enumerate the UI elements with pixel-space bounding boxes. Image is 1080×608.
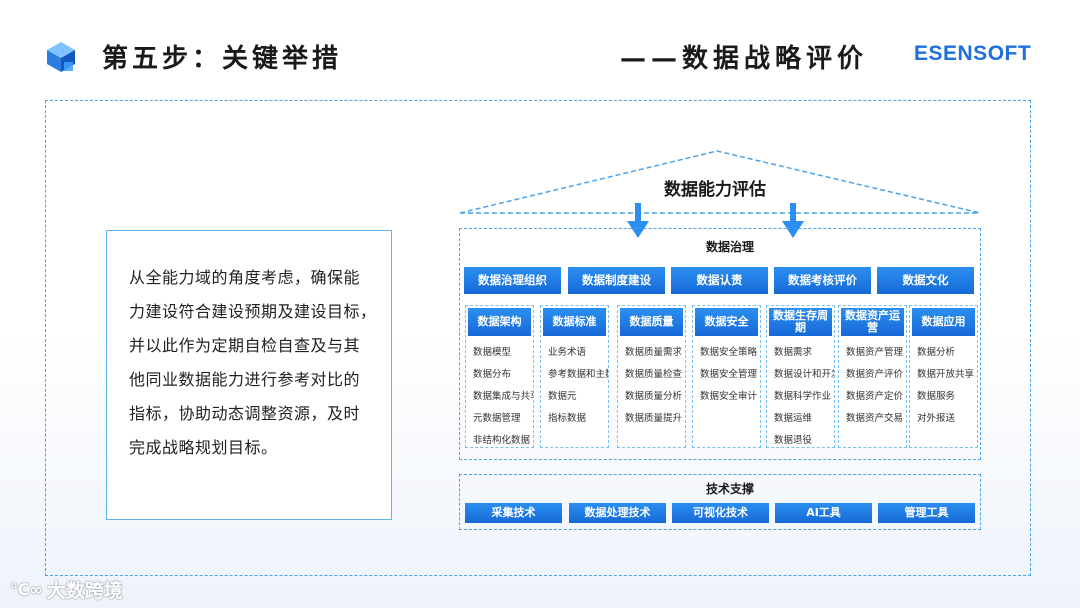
data-governance-box bbox=[459, 228, 981, 460]
brand-logo-text: ESENSOFT bbox=[914, 42, 1032, 65]
column-item: 数据科学作业 bbox=[774, 391, 832, 402]
governance-culture-block: 数据文化 bbox=[877, 267, 974, 294]
column-item: 元数据管理 bbox=[473, 413, 521, 424]
column-item: 数据运维 bbox=[774, 413, 813, 424]
column-item: 业务术语 bbox=[548, 347, 587, 358]
column-header: 数据生存周期 bbox=[769, 308, 832, 336]
column-data-lifecycle: 数据生存周期 数据需求 数据设计和开发 数据科学作业 数据运维 数据退役 bbox=[766, 305, 835, 448]
column-item: 数据资产交易 bbox=[846, 413, 904, 424]
column-item: 数据模型 bbox=[473, 347, 512, 358]
arrow-down-icon bbox=[627, 203, 649, 238]
cube-logo-icon bbox=[47, 42, 75, 72]
column-item: 数据分析 bbox=[917, 347, 956, 358]
roof-outline bbox=[459, 150, 981, 214]
column-data-architecture: 数据架构 数据模型 数据分布 数据集成与共享 元数据管理 非结构化数据 bbox=[465, 305, 534, 448]
page-title: 第五步：关键举措 bbox=[102, 44, 343, 74]
column-item: 数据资产评价 bbox=[846, 369, 904, 380]
column-item: 数据开放共享 bbox=[917, 369, 975, 380]
tech-collection-block: 采集技术 bbox=[465, 503, 562, 523]
description-line: 完成战略规划目标。 bbox=[129, 438, 278, 457]
description-line: 力建设符合建设预期及建设目标， bbox=[129, 302, 377, 321]
column-item: 数据退役 bbox=[774, 435, 813, 446]
column-item: 数据集成与共享 bbox=[473, 391, 534, 402]
column-item: 数据质量需求 bbox=[625, 347, 683, 358]
column-item: 数据需求 bbox=[774, 347, 813, 358]
footer-watermark: ℃∞ 大数跨境 bbox=[10, 576, 123, 602]
column-data-quality: 数据质量 数据质量需求 数据质量检查 数据质量分析 数据质量提升 bbox=[617, 305, 686, 448]
governance-org-block: 数据治理组织 bbox=[464, 267, 561, 294]
governance-accountability-block: 数据认责 bbox=[671, 267, 768, 294]
column-item: 数据服务 bbox=[917, 391, 956, 402]
column-item: 数据资产管理 bbox=[846, 347, 904, 358]
capability-assessment-title: 数据能力评估 bbox=[664, 180, 766, 200]
main-frame bbox=[45, 100, 1031, 576]
arrow-down-icon bbox=[782, 203, 804, 238]
brand-mark-icon: ℃∞ bbox=[10, 579, 43, 599]
description-panel: 从全能力域的角度考虑，确保能 力建设符合建设预期及建设目标， 并以此作为定期自检… bbox=[106, 230, 392, 520]
tech-ai-block: AI工具 bbox=[775, 503, 872, 523]
column-item: 数据安全管理 bbox=[700, 369, 758, 380]
column-header: 数据质量 bbox=[620, 308, 683, 336]
column-data-security: 数据安全 数据安全策略 数据安全管理 数据安全审计 bbox=[692, 305, 761, 448]
column-item: 数据设计和开发 bbox=[774, 369, 835, 380]
column-item: 对外报送 bbox=[917, 413, 956, 424]
tech-support-title: 技术支撑 bbox=[705, 482, 754, 496]
description-line: 并以此作为定期自检自查及与其 bbox=[129, 336, 361, 355]
description-line: 他同业数据能力进行参考对比的 bbox=[129, 370, 361, 389]
tech-processing-block: 数据处理技术 bbox=[569, 503, 666, 523]
column-data-application: 数据应用 数据分析 数据开放共享 数据服务 对外报送 bbox=[909, 305, 978, 448]
footer-text: 大数跨境 bbox=[46, 579, 123, 602]
tech-visualization-block: 可视化技术 bbox=[672, 503, 769, 523]
column-item: 数据元 bbox=[548, 391, 577, 402]
column-item: 指标数据 bbox=[548, 413, 587, 424]
column-header: 数据应用 bbox=[912, 308, 975, 336]
column-header: 数据资产运营 bbox=[841, 308, 904, 336]
column-header: 数据标准 bbox=[543, 308, 606, 336]
column-header: 数据安全 bbox=[695, 308, 758, 336]
description-line: 从全能力域的角度考虑，确保能 bbox=[129, 268, 361, 287]
column-item: 数据分布 bbox=[473, 369, 512, 380]
column-item: 数据质量检查 bbox=[625, 369, 683, 380]
column-item: 数据质量分析 bbox=[625, 391, 683, 402]
tech-support-box bbox=[459, 474, 981, 530]
column-item: 数据安全审计 bbox=[700, 391, 758, 402]
column-item: 数据安全策略 bbox=[700, 347, 758, 358]
governance-evaluation-block: 数据考核评价 bbox=[774, 267, 871, 294]
description-line: 指标，协助动态调整资源，及时 bbox=[129, 404, 361, 423]
column-header: 数据架构 bbox=[468, 308, 531, 336]
tech-management-block: 管理工具 bbox=[878, 503, 975, 523]
column-item: 非结构化数据 bbox=[473, 435, 531, 446]
governance-policy-block: 数据制度建设 bbox=[568, 267, 665, 294]
page-subtitle: ——数据战略评价 bbox=[620, 44, 869, 74]
column-item: 数据资产定价 bbox=[846, 391, 904, 402]
data-governance-title: 数据治理 bbox=[705, 240, 754, 254]
column-item: 数据质量提升 bbox=[625, 413, 683, 424]
column-data-asset-operation: 数据资产运营 数据资产管理 数据资产评价 数据资产定价 数据资产交易 bbox=[838, 305, 907, 448]
